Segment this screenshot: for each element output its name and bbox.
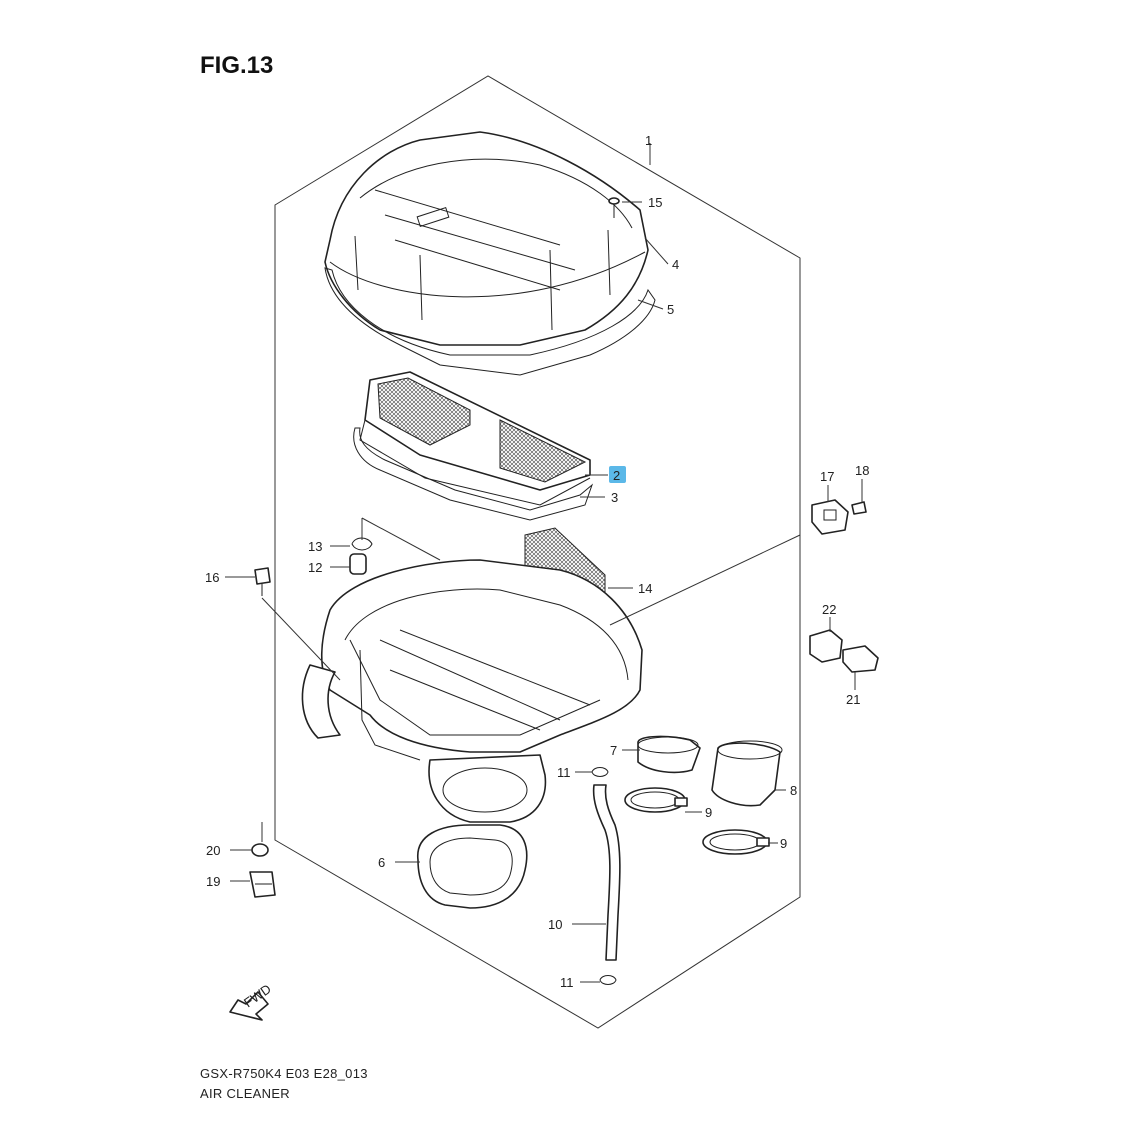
sensor-17 xyxy=(811,499,849,535)
callout-10: 10 xyxy=(548,917,562,932)
leader-lines xyxy=(225,201,863,983)
screw-15 xyxy=(608,197,620,218)
callout-11-upper: 11 xyxy=(557,765,571,780)
bolt-16 xyxy=(254,567,271,596)
sensor-19 xyxy=(249,871,276,898)
fwd-arrow-icon xyxy=(229,991,269,1021)
callout-11-lower: 11 xyxy=(560,975,574,990)
cap-gasket xyxy=(324,267,656,376)
duct-seal-6 xyxy=(417,824,528,909)
callout-5: 5 xyxy=(667,302,674,317)
callout-2-highlight xyxy=(609,466,626,483)
clamp-9b xyxy=(702,829,770,855)
clamp-9a xyxy=(624,787,688,813)
callout-7: 7 xyxy=(610,743,617,758)
oring-20 xyxy=(251,843,269,857)
leader-16-case xyxy=(261,597,341,681)
callout-1: 1 xyxy=(645,133,652,148)
callout-15: 15 xyxy=(648,195,662,210)
callout-13: 13 xyxy=(308,539,322,554)
filter-seal xyxy=(353,427,594,521)
leader-case-17 xyxy=(609,534,801,626)
callout-21: 21 xyxy=(846,692,860,707)
callout-9-lower: 9 xyxy=(780,836,787,851)
callout-3: 3 xyxy=(611,490,618,505)
footer-model-code: GSX-R750K4 E03 E28_013 xyxy=(200,1066,368,1081)
callout-19: 19 xyxy=(206,874,220,889)
callout-2: 2 xyxy=(613,468,620,483)
clip-13 xyxy=(351,537,373,551)
callout-20: 20 xyxy=(206,843,220,858)
connector-21 xyxy=(842,645,879,673)
callout-8: 8 xyxy=(790,783,797,798)
clip-11-top xyxy=(591,767,609,777)
boot-8 xyxy=(711,740,783,807)
callout-22: 22 xyxy=(822,602,836,617)
callout-17: 17 xyxy=(820,469,834,484)
callout-6: 6 xyxy=(378,855,385,870)
air-cleaner-cap xyxy=(324,131,649,346)
footer-section-name: AIR CLEANER xyxy=(200,1086,290,1101)
figure-title: FIG.13 xyxy=(200,52,273,79)
callout-16: 16 xyxy=(205,570,219,585)
callout-18: 18 xyxy=(855,463,869,478)
callout-14: 14 xyxy=(638,581,652,596)
assembly-boundary xyxy=(274,75,801,1029)
callout-4: 4 xyxy=(672,257,679,272)
clip-11-bottom xyxy=(599,975,617,985)
callout-12: 12 xyxy=(308,560,322,575)
air-filter-element xyxy=(359,371,591,506)
screw-18 xyxy=(851,501,867,515)
connector-22 xyxy=(809,629,843,663)
callout-9-upper: 9 xyxy=(705,805,712,820)
boot-7 xyxy=(637,735,701,774)
drain-hose-10 xyxy=(592,784,621,961)
air-cleaner-case xyxy=(301,559,643,823)
grommet-12 xyxy=(349,553,367,575)
leader-13-box2 xyxy=(361,517,441,561)
